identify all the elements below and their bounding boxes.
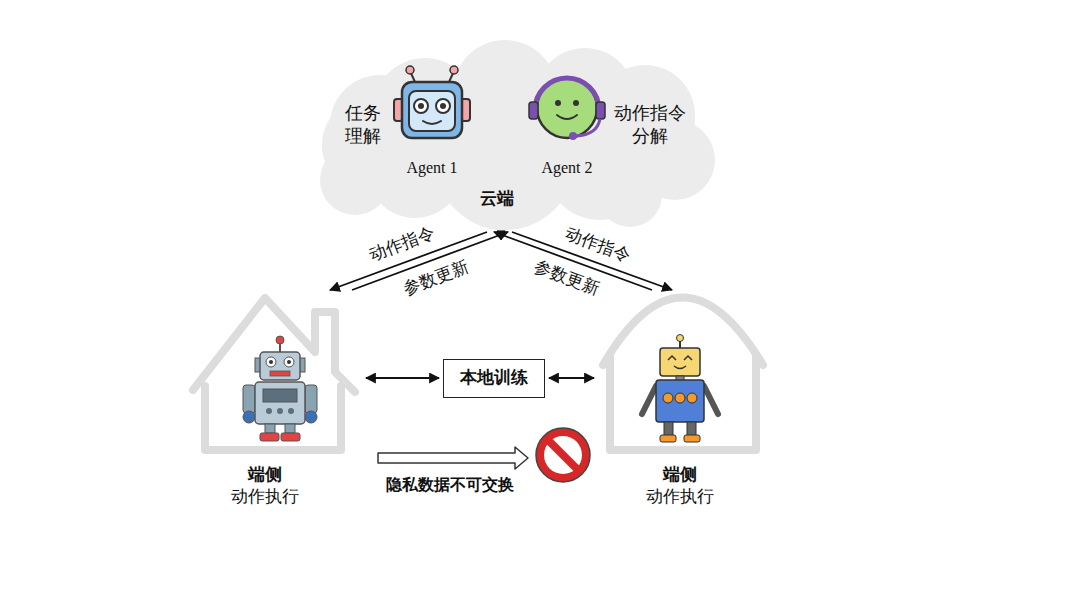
agent-headset-icon-part: [557, 115, 577, 119]
cloud-shape-part: [320, 145, 390, 215]
robot-figure-part: [305, 411, 317, 423]
process-box: 本地训练: [443, 359, 545, 398]
agent-robot-icon-part: [418, 103, 424, 109]
house-node: 端侧动作执行: [185, 290, 362, 510]
robot-figure-part: [660, 348, 700, 376]
house-node: 端侧动作执行: [598, 290, 768, 510]
robot-figure-part: [642, 386, 656, 414]
cloud-shape: [320, 40, 715, 230]
house-outline: [193, 298, 355, 450]
robot-figure-part: [704, 386, 718, 414]
robot-figure-part: [677, 335, 684, 342]
robot-figure-part: [675, 393, 685, 403]
role-text: 动作指令 分解: [610, 102, 689, 149]
robot-figure-part: [284, 357, 294, 367]
agent-headset-icon-part: [555, 100, 561, 106]
agent-name: Agent 1: [406, 158, 457, 179]
robot-figure-part: [255, 382, 305, 424]
connector-arrow: [549, 377, 594, 379]
box-text: 本地训练: [460, 367, 528, 389]
privacy-arrow: [378, 447, 528, 469]
robot-figure-part: [684, 435, 700, 442]
robot-figure-part: [263, 389, 297, 402]
device-title: 端侧: [663, 464, 697, 486]
forbidden-bar: [549, 441, 577, 469]
agent-robot-icon-part: [423, 121, 441, 124]
forbidden-ring: [536, 428, 590, 482]
robot-figure-part: [266, 357, 276, 367]
role-text: 任务 理解: [345, 102, 388, 149]
forbidden-sign: [536, 428, 590, 482]
agent-robot-icon-part: [409, 91, 455, 131]
agent-robot-icon-part: [450, 66, 458, 74]
agent-headset-icon-part: [535, 78, 599, 110]
edge-label: 参数更新: [399, 255, 474, 301]
agent-robot-icon: [394, 66, 470, 138]
robot-figure-part: [285, 424, 295, 433]
connector-arrow: [366, 377, 439, 379]
robot-figure-part: [660, 435, 676, 442]
device-text: 动作执行: [646, 486, 714, 508]
robot-figure-part: [664, 422, 673, 436]
agent-headset-icon-part: [529, 102, 538, 119]
robot-figure-part: [265, 424, 275, 433]
robot-figure: [642, 335, 718, 443]
agent-headset-icon: [529, 78, 605, 140]
robot-figure-part: [266, 408, 272, 414]
edge-label: 动作指令: [365, 221, 440, 267]
robot-figure-part: [243, 385, 255, 413]
robot-figure-part: [260, 433, 279, 441]
robot-figure-part: [668, 356, 676, 360]
cloud-shape-part: [598, 163, 662, 227]
cloud-region: 任务 理解 Agent 1 动作指令 分解 Agent 2 云端: [300, 30, 730, 232]
forbidden-inner: [544, 436, 582, 474]
robot-figure-part: [277, 408, 283, 414]
hollow-arrow: [378, 447, 528, 469]
edge-label: 动作指令: [561, 223, 636, 268]
agent-name: Agent 2: [541, 158, 592, 179]
robot-figure-part: [687, 393, 697, 403]
note-text: 隐私数据不可交换: [386, 475, 514, 495]
agent-headset-icon-part: [576, 119, 600, 136]
agent-robot-icon-part: [436, 99, 450, 113]
device-text: 动作执行: [231, 486, 299, 508]
agent-node: 动作指令 分解 Agent 2: [520, 65, 710, 185]
agent-robot-icon-part: [440, 103, 446, 109]
robot-figure-part: [687, 422, 696, 436]
robot-figure-part: [288, 408, 294, 414]
agent-robot-icon-part: [406, 66, 414, 74]
robot-figure-part: [243, 411, 255, 423]
robot-figure-part: [270, 371, 290, 376]
agent-robot-icon-part: [402, 82, 462, 138]
robot-figure-part: [287, 360, 291, 364]
edge-label: 参数更新: [530, 256, 605, 301]
robot-figure-part: [269, 360, 273, 364]
agent-headset-icon-part: [596, 102, 605, 119]
robot-figure-part: [674, 366, 686, 369]
robot-figure-part: [656, 380, 704, 422]
robot-figure-part: [281, 433, 300, 441]
agent-headset-icon-part: [573, 100, 579, 106]
robot-figure: [243, 336, 317, 441]
device-title: 端侧: [248, 464, 282, 486]
robot-figure-part: [305, 385, 317, 413]
robot-figure-part: [684, 356, 692, 360]
robot-figure-part: [663, 393, 673, 403]
agent-node: 任务 理解 Agent 1: [335, 65, 475, 185]
robot-figure-part: [276, 336, 284, 344]
agent-headset-icon-part: [569, 132, 577, 140]
robot-figure-part: [260, 352, 300, 380]
cloud-shape-part: [452, 134, 548, 230]
house-outline: [603, 298, 763, 451]
house-outline-part: [193, 298, 355, 392]
region-title: 云端: [480, 188, 514, 210]
agent-robot-icon-part: [414, 99, 428, 113]
